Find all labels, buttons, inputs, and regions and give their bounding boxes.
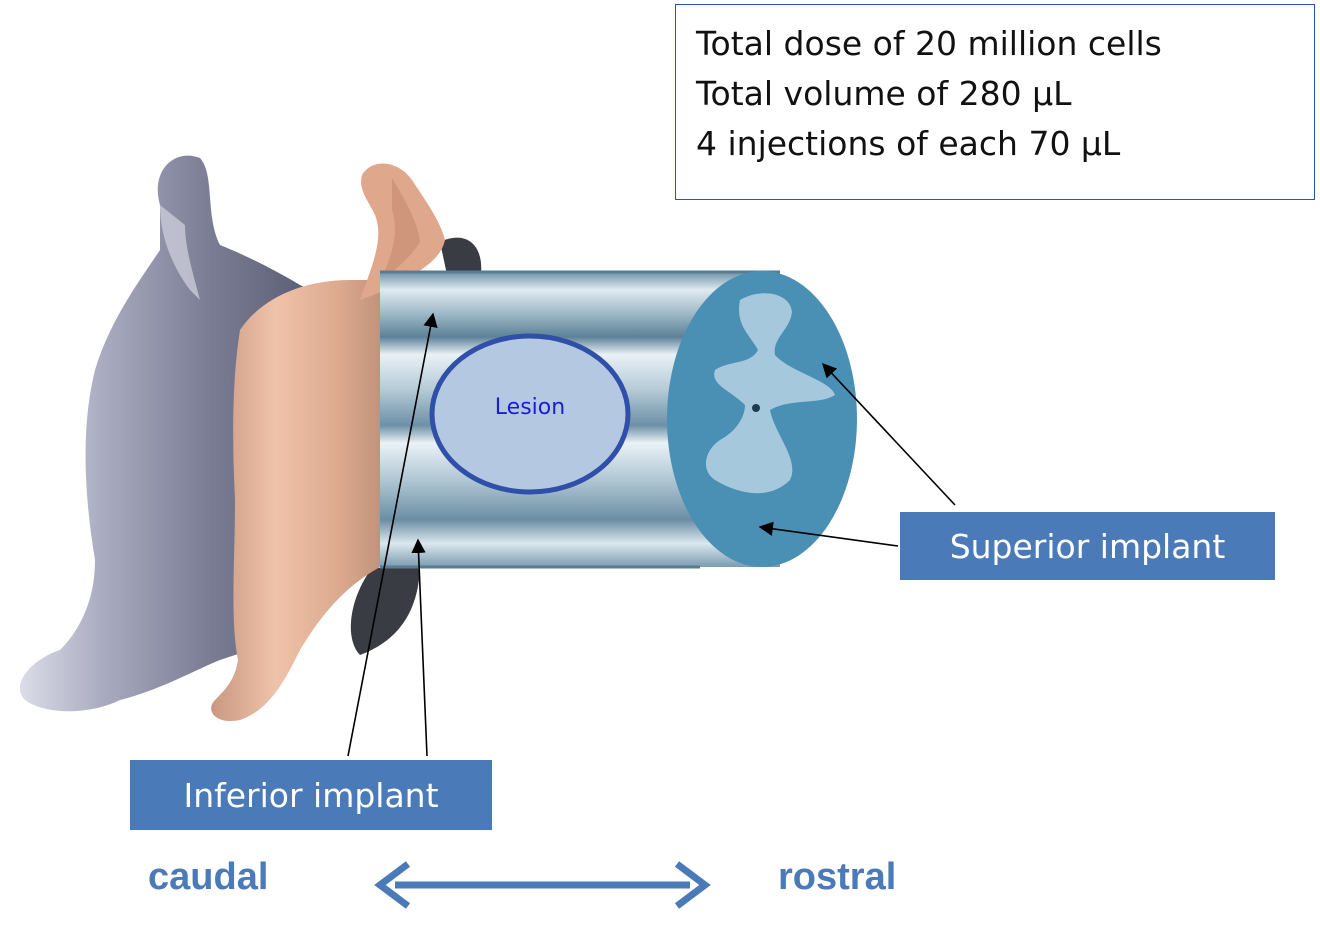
dose-info-box: Total dose of 20 million cells Total vol… <box>675 4 1315 200</box>
lesion-label: Lesion <box>432 395 628 420</box>
caudal-label: caudal <box>148 856 268 899</box>
direction-arrow-icon <box>380 864 705 906</box>
rostral-label: rostral <box>778 856 896 899</box>
arrow-inferior-ventral <box>418 540 427 756</box>
dose-line: Total dose of 20 million cells <box>696 19 1314 69</box>
root-shadow-bottom <box>351 568 420 655</box>
inferior-implant-label: Inferior implant <box>130 760 492 830</box>
injections-line: 4 injections of each 70 μL <box>696 119 1314 169</box>
central-canal <box>752 404 760 412</box>
volume-line: Total volume of 280 μL <box>696 69 1314 119</box>
superior-implant-label: Superior implant <box>900 512 1275 580</box>
